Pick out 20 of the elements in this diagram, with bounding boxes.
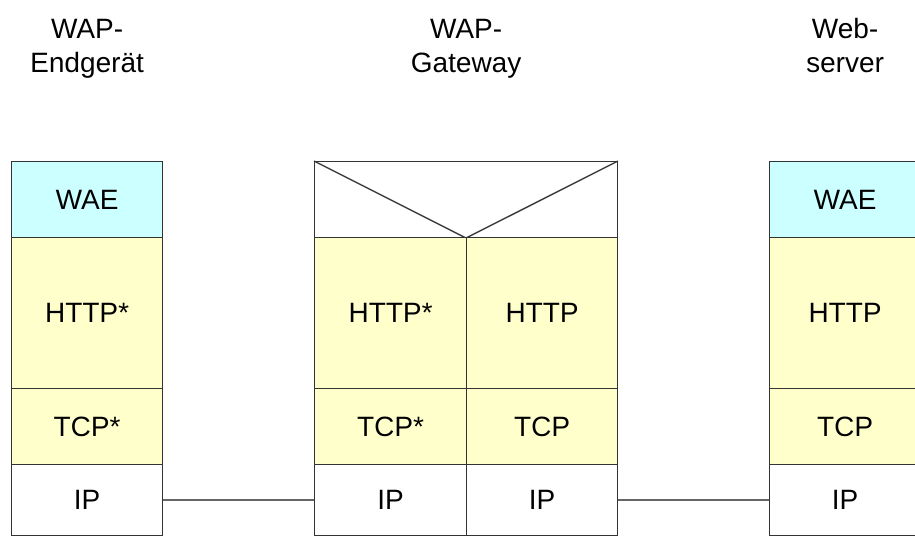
protocol-layer-box: IP <box>314 464 467 536</box>
protocol-layer-box: TCP <box>466 388 618 465</box>
protocol-layer-box: TCP* <box>314 388 467 465</box>
protocol-layer-box: HTTP* <box>314 237 467 389</box>
protocol-layer-box: HTTP* <box>11 237 163 389</box>
protocol-layer-box: TCP <box>769 388 915 465</box>
device-label: WAP- Endgerät <box>29 12 145 80</box>
device-label: Web- server <box>805 12 885 80</box>
empty-header-box <box>314 161 618 238</box>
protocol-layer-box: WAE <box>769 161 915 238</box>
protocol-layer-box: IP <box>769 464 915 536</box>
protocol-layer-box: TCP* <box>11 388 163 465</box>
protocol-layer-box: WAE <box>11 161 163 238</box>
protocol-layer-box: IP <box>11 464 163 536</box>
protocol-layer-box: HTTP <box>466 237 618 389</box>
connection-line <box>618 499 769 501</box>
protocol-layer-box: HTTP <box>769 237 915 389</box>
protocol-layer-box: IP <box>466 464 618 536</box>
device-label: WAP- Gateway <box>410 12 522 80</box>
connection-line <box>163 499 314 501</box>
